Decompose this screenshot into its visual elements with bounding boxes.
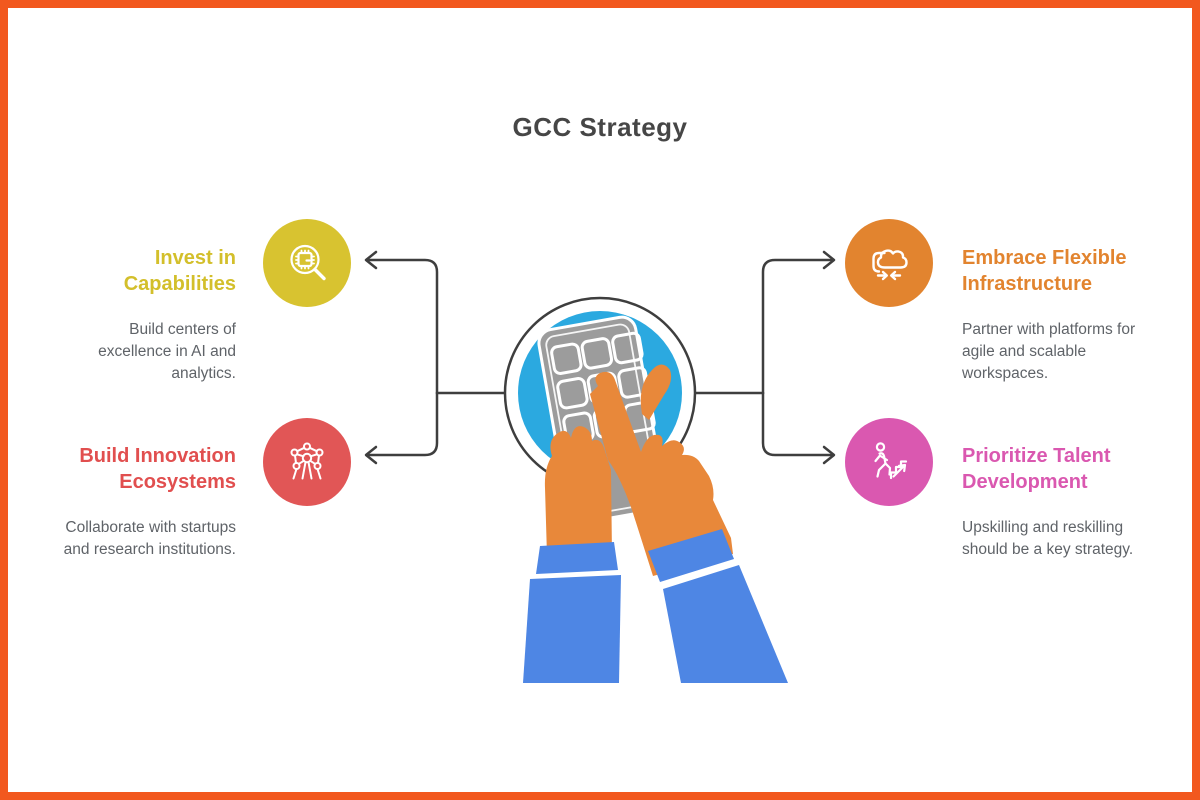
hands-illustration (544, 364, 733, 576)
chip-magnifier-icon (290, 244, 326, 281)
connector-and-center-illustration (364, 250, 836, 683)
arrow-right-bottom-icon (822, 445, 836, 465)
item-description: Build centers of excellence in AI and an… (98, 321, 236, 382)
arrow-left-bottom-icon (364, 445, 378, 465)
arrow-left-top-icon (364, 250, 378, 270)
item-title: Embrace Flexible Infrastructure (962, 247, 1127, 295)
item-title: Build Innovation Ecosystems (79, 445, 236, 493)
talent-development-circle (845, 418, 933, 506)
item-title: Invest in Capabilities (123, 247, 236, 295)
flexible-infrastructure-circle (845, 219, 933, 307)
arrow-right-top-icon (822, 250, 836, 270)
item-embrace-flexible-infrastructure: Embrace Flexible Infrastructure Partner … (962, 245, 1158, 385)
network-nodes-icon (290, 442, 324, 480)
item-description: Collaborate with startups and research i… (63, 519, 236, 558)
build-innovation-circle (263, 418, 351, 506)
item-description: Partner with platforms for agile and sca… (962, 321, 1136, 382)
connector-lines (364, 250, 836, 465)
sleeves-illustration (523, 529, 788, 683)
item-invest-capabilities: Invest in Capabilities Build centers of … (58, 245, 236, 385)
item-build-innovation-ecosystems: Build Innovation Ecosystems Collaborate … (58, 443, 236, 561)
career-stairs-icon (874, 442, 908, 480)
item-title: Prioritize Talent Development (962, 445, 1111, 493)
item-description: Upskilling and reskilling should be a ke… (962, 519, 1134, 558)
page-title: GCC Strategy (512, 112, 688, 142)
cloud-sync-icon (872, 249, 908, 281)
invest-capabilities-circle (263, 219, 351, 307)
infographic-canvas: GCC Strategy (8, 8, 1192, 792)
item-prioritize-talent-development: Prioritize Talent Development Upskilling… (962, 443, 1158, 561)
